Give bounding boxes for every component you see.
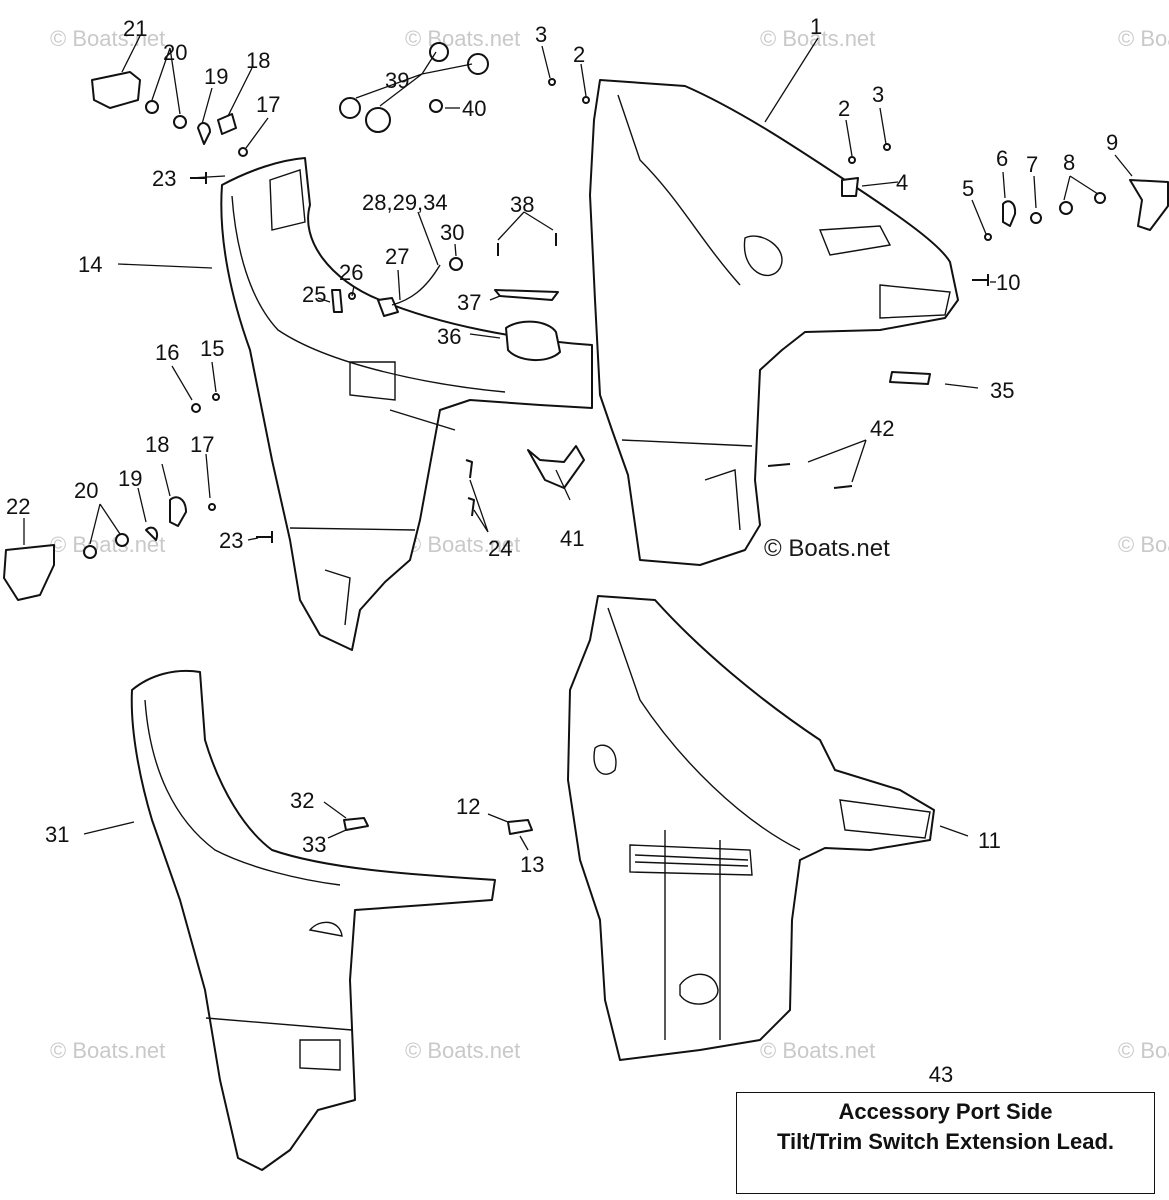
note-title: Accessory Port Side — [838, 1099, 1053, 1124]
callout-21: 21 — [123, 16, 147, 41]
callout-39: 39 — [385, 68, 409, 93]
callout-8: 8 — [1063, 150, 1075, 175]
callout-40: 40 — [462, 96, 486, 121]
watermark: © Boats.net — [1118, 26, 1169, 51]
callout-23: 23 — [152, 166, 176, 191]
callout-28-29-34: 28,29,34 — [362, 190, 448, 215]
callout-30: 30 — [440, 220, 464, 245]
callout-2: 2 — [573, 42, 585, 67]
watermark-prominent: © Boats.net — [764, 535, 890, 562]
callout-18: 18 — [246, 48, 270, 73]
callout-20: 20 — [163, 40, 187, 65]
note-subtitle: Tilt/Trim Switch Extension Lead. — [777, 1129, 1114, 1154]
callout-35: 35 — [990, 378, 1014, 403]
watermark: © Boats.net — [760, 1038, 875, 1063]
leader-lines — [23, 35, 1133, 851]
callout-31: 31 — [45, 822, 69, 847]
callout-3: 3 — [535, 22, 547, 47]
watermark: © Boats.net — [50, 532, 165, 557]
part-31-lower-cowl-port — [130, 669, 496, 1171]
callout-14: 14 — [78, 252, 102, 277]
watermark: © Boats.net — [405, 532, 520, 557]
callout-labels: 1 2 3 2 3 4 5 6 7 8 9 10 11 12 13 14 15 … — [6, 14, 1118, 877]
callout-26: 26 — [339, 260, 363, 285]
watermark: © Boats.net — [405, 26, 520, 51]
accessory-note-box: Accessory Port Side Tilt/Trim Switch Ext… — [736, 1092, 1155, 1194]
callout-20: 20 — [74, 478, 98, 503]
callout-10: 10 — [996, 270, 1020, 295]
callout-22: 22 — [6, 494, 30, 519]
callout-19: 19 — [204, 64, 228, 89]
callout-27: 27 — [385, 244, 409, 269]
small-hardware — [3, 42, 1169, 1183]
callout-17: 17 — [190, 432, 214, 457]
callout-1: 1 — [810, 14, 822, 39]
watermarks: © Boats.net © Boats.net © Boats.net © Bo… — [50, 26, 1169, 1063]
callout-33: 33 — [302, 832, 326, 857]
callout-13: 13 — [520, 852, 544, 877]
callout-41: 41 — [560, 526, 584, 551]
watermark: © Boats.net — [50, 1038, 165, 1063]
callout-12: 12 — [456, 794, 480, 819]
callout-24: 24 — [488, 536, 512, 561]
callout-36: 36 — [437, 324, 461, 349]
callout-7: 7 — [1026, 152, 1038, 177]
callout-32: 32 — [290, 788, 314, 813]
callout-5: 5 — [962, 176, 974, 201]
watermark: © Boats.net — [50, 26, 165, 51]
callout-15: 15 — [200, 336, 224, 361]
callout-42: 42 — [870, 416, 894, 441]
callout-11: 11 — [978, 828, 1001, 853]
callout-18: 18 — [145, 432, 169, 457]
callout-2: 2 — [838, 96, 850, 121]
watermark: © Boats.net — [1118, 1038, 1169, 1063]
part-14-upper-cowl-port — [220, 157, 593, 651]
callout-9: 9 — [1106, 130, 1118, 155]
part-11-lower-cowl-starboard — [567, 595, 935, 1061]
callout-38: 38 — [510, 192, 534, 217]
callout-43: 43 — [928, 1062, 954, 1087]
part-1-upper-cowl-starboard — [589, 79, 959, 566]
watermark: © Boats.net — [405, 1038, 520, 1063]
callout-4: 4 — [896, 170, 908, 195]
callout-3: 3 — [872, 82, 884, 107]
callout-16: 16 — [155, 340, 179, 365]
callout-19: 19 — [118, 466, 142, 491]
callout-23: 23 — [219, 528, 243, 553]
watermark: © Boats.net — [1118, 532, 1169, 557]
callout-6: 6 — [996, 146, 1008, 171]
callout-25: 25 — [302, 282, 326, 307]
callout-37: 37 — [457, 290, 481, 315]
callout-17: 17 — [256, 92, 280, 117]
